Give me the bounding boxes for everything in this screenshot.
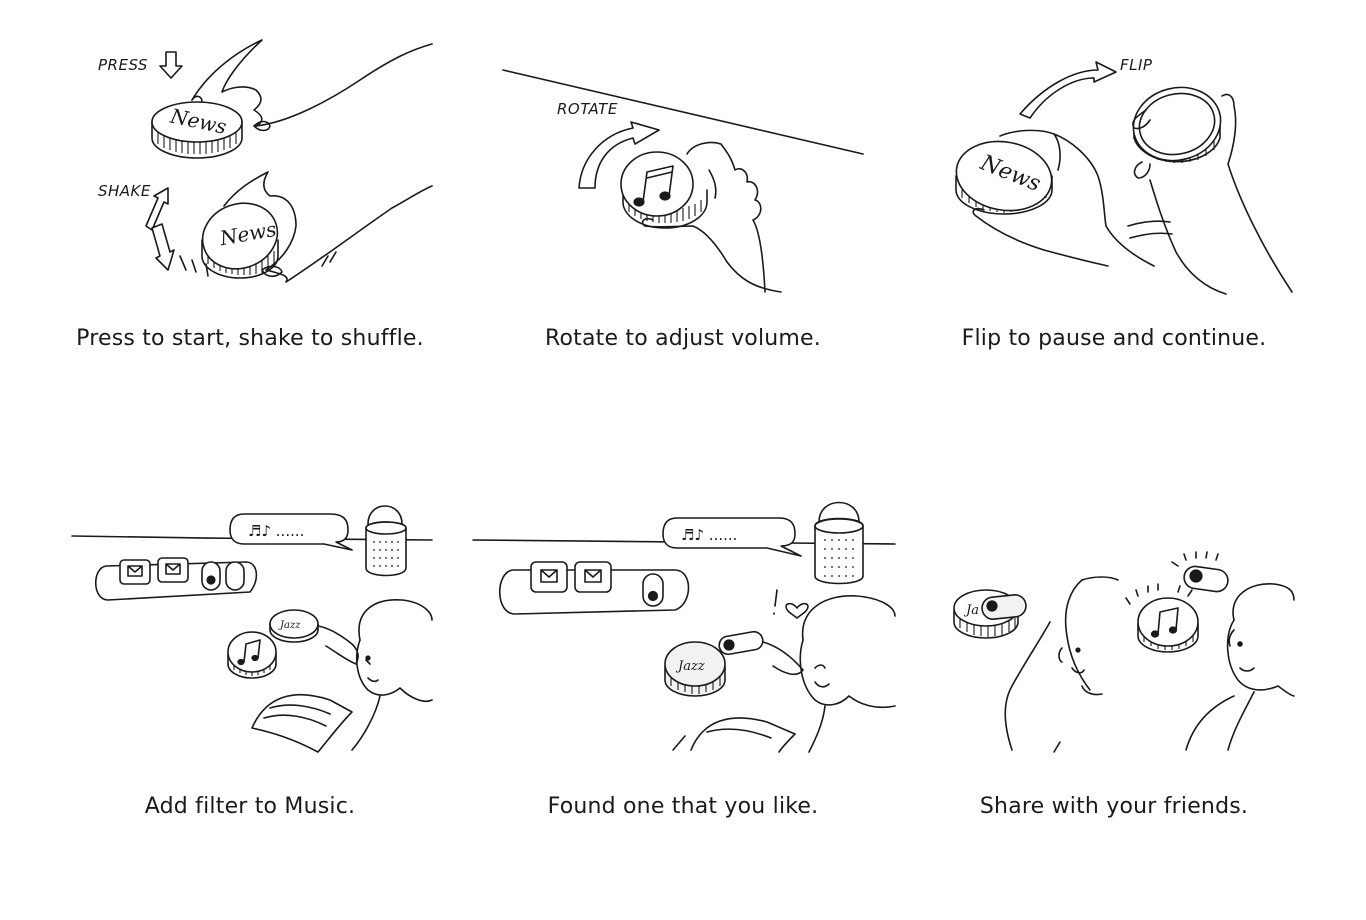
speech-text: ♬♪ ...... [248,522,304,540]
news-coin-flip: News [955,140,1053,215]
heart-icon [785,602,809,619]
jazz-coin-label: Jazz [675,659,705,674]
panel-found-one: ♬♪ ...... [463,500,903,920]
press-arrow-icon [159,51,183,79]
flip-arrow-icon [1019,61,1117,119]
caption-flip: Flip to pause and continue. [961,326,1267,351]
illustration-flip: FLIP News [955,56,1293,295]
panel-rotate: ROTATE [463,30,903,450]
panel-flip: FLIP News [894,30,1334,450]
jazz-coin-label: Jazz [278,620,301,631]
person [317,599,433,751]
caption-share: Share with your friends. [979,794,1249,819]
jazz-coin-grey: Jazz [664,641,726,697]
table-edge [502,69,864,155]
illustration-rotate: ROTATE [502,69,864,293]
shared-coin-left: Ja [953,589,1027,639]
illustration-press-shake: PRESS News SHAKE [98,39,433,283]
caption-press-shake: Press to start, shake to shuffle. [76,326,424,351]
coin-tray [499,561,690,615]
speaker-icon [365,505,407,577]
music-coin-table [227,631,277,679]
illustration-share: Ja [953,551,1295,753]
floating-chip [1171,551,1229,593]
shared-coin-right [1137,597,1199,653]
music-note-icon [237,639,261,666]
pressing-hand [191,39,433,132]
speaker-icon [814,501,864,585]
speech-text: ♬♪ ...... [681,526,737,544]
caption-add-filter: Add filter to Music. [144,794,356,819]
flipped-coin [1132,86,1222,163]
left-person [1004,576,1119,753]
news-coin-top: News [151,101,243,159]
exclamation-icon [773,589,778,615]
left-hand [972,129,1155,267]
illustration-add-filter: ♬♪ ...... [71,505,433,753]
music-coin [620,151,708,229]
caption-rotate: Rotate to adjust volume. [545,326,821,351]
panel-share: Ja [894,500,1334,920]
caption-found-one: Found one that you like. [547,794,819,819]
rotating-hand [641,141,782,293]
flip-label: FLIP [1120,56,1153,74]
shake-arrows-icon [145,187,175,271]
shaking-hand [179,171,433,283]
rotate-arrow-icon [578,121,660,189]
jazz-coin: Jazz [269,609,319,643]
panel-press-shake: PRESS News SHAKE [30,30,470,450]
right-person [1185,583,1295,751]
toggle-chip [718,630,764,656]
press-label: PRESS [98,56,148,74]
sparkle-lines [1125,583,1193,605]
speech-bubble: ♬♪ ...... [662,517,802,557]
shake-label: SHAKE [98,182,151,200]
speech-bubble: ♬♪ ...... [229,513,353,551]
person [762,595,896,753]
book-icon [690,717,796,753]
music-note-icon [633,165,674,207]
panel-add-filter: ♬♪ ...... [30,500,470,920]
rotate-label: ROTATE [557,100,618,118]
illustration-found-one: ♬♪ ...... [472,501,896,753]
right-hand [1127,93,1293,295]
news-coin-shake: News [201,202,279,279]
shared-coin-label: Ja [963,603,979,618]
book-icon [251,693,353,753]
coin-tray [94,557,258,601]
music-note-icon [1150,607,1179,638]
